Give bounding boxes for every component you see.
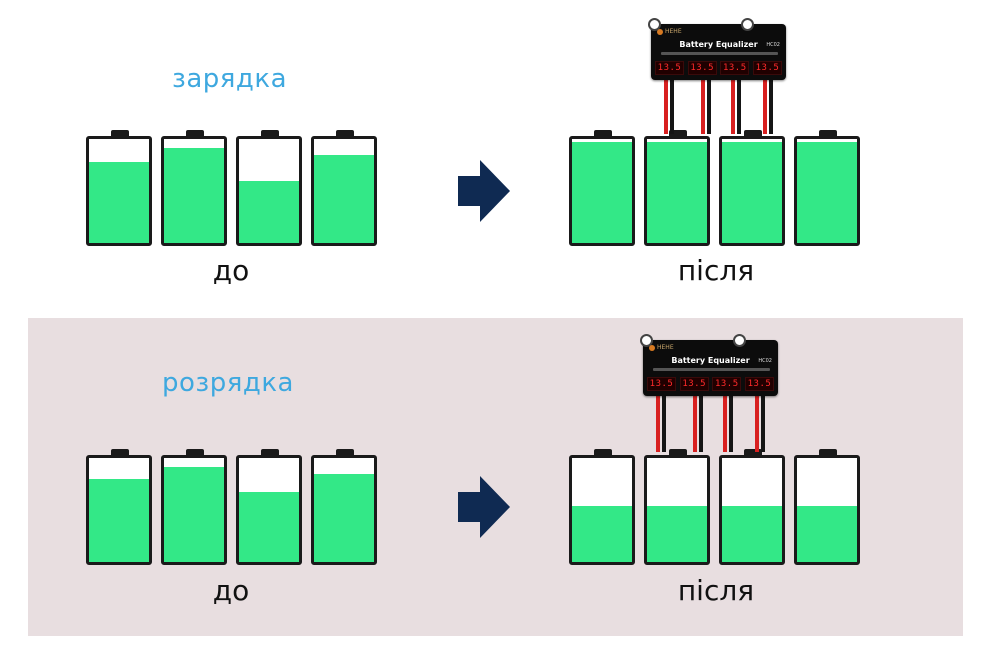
battery-charge-level	[239, 180, 299, 243]
battery-charge-level	[647, 142, 707, 243]
equalizer-model: HC02	[758, 358, 772, 364]
battery-terminal	[186, 449, 204, 456]
equalizer-wire	[731, 78, 741, 134]
equalizer-title: Battery Equalizer	[671, 356, 750, 365]
battery-terminal	[594, 449, 612, 456]
battery-charge-level	[164, 148, 224, 243]
battery-terminal	[261, 449, 279, 456]
voltage-display: 13.5	[655, 61, 684, 75]
voltage-displays: 13.5 13.5 13.5 13.5	[647, 377, 774, 391]
battery-2	[644, 136, 710, 246]
battery-1	[86, 455, 152, 565]
right-arrow-icon	[458, 476, 510, 538]
battery-4	[311, 136, 377, 246]
battery-4	[794, 455, 860, 565]
battery-charge-level	[797, 505, 857, 562]
discharging-title: розрядка	[162, 368, 294, 398]
brand-logo: HEHE	[649, 344, 674, 351]
battery-1	[86, 136, 152, 246]
before-label: до	[212, 574, 250, 607]
battery-equalizer-device: HEHE Battery Equalizer HC02 13.5 13.5 13…	[640, 334, 778, 396]
battery-terminal	[336, 130, 354, 137]
voltage-display: 13.5	[752, 61, 782, 75]
battery-terminal	[744, 449, 762, 456]
right-arrow-icon	[458, 160, 510, 222]
equalizer-wire	[755, 394, 765, 452]
equalizer-model: HC02	[766, 42, 780, 48]
equalizer-wire	[693, 394, 703, 452]
mounting-hole	[733, 334, 746, 347]
battery-3	[236, 455, 302, 565]
battery-3	[719, 136, 785, 246]
battery-terminal	[111, 130, 129, 137]
battery-charge-level	[164, 467, 224, 562]
voltage-display: 13.5	[720, 61, 750, 75]
voltage-display: 13.5	[744, 377, 774, 391]
battery-3	[719, 455, 785, 565]
battery-terminal	[819, 130, 837, 137]
equalizer-wire	[763, 78, 773, 134]
battery-2	[161, 455, 227, 565]
before-label: до	[212, 254, 250, 287]
battery-terminal	[744, 130, 762, 137]
equalizer-wire	[723, 394, 733, 452]
mounting-hole	[648, 18, 661, 31]
voltage-display: 13.5	[647, 377, 676, 391]
warning-strip	[653, 368, 770, 371]
after-label: після	[677, 574, 755, 607]
battery-terminal	[186, 130, 204, 137]
brand-logo: HEHE	[657, 28, 682, 35]
battery-3	[236, 136, 302, 246]
battery-charge-level	[722, 505, 782, 562]
discharging-panel: розрядка до HEHE Battery Equalizer HC02	[28, 318, 963, 636]
battery-charge-level	[572, 505, 632, 562]
mounting-hole	[741, 18, 754, 31]
battery-1	[569, 455, 635, 565]
voltage-display: 13.5	[687, 61, 717, 75]
equalizer-wire	[664, 78, 674, 134]
battery-terminal	[261, 130, 279, 137]
voltage-display: 13.5	[712, 377, 742, 391]
after-label: після	[677, 254, 755, 287]
battery-terminal	[111, 449, 129, 456]
battery-1	[569, 136, 635, 246]
equalizer-wire	[701, 78, 711, 134]
voltage-display: 13.5	[679, 377, 709, 391]
battery-4	[794, 136, 860, 246]
battery-terminal	[669, 130, 687, 137]
battery-charge-level	[797, 142, 857, 243]
battery-equalizer-device: HEHE Battery Equalizer HC02 13.5 13.5 13…	[648, 18, 786, 80]
battery-charge-level	[722, 142, 782, 243]
battery-charge-level	[239, 492, 299, 562]
charging-panel: зарядка до HEHE Battery Equalizer HC02	[0, 0, 994, 318]
battery-terminal	[819, 449, 837, 456]
battery-charge-level	[647, 505, 707, 562]
equalizer-title: Battery Equalizer	[679, 40, 758, 49]
battery-2	[644, 455, 710, 565]
battery-2	[161, 136, 227, 246]
battery-charge-level	[314, 154, 374, 243]
battery-4	[311, 455, 377, 565]
battery-charge-level	[89, 161, 149, 243]
warning-strip	[661, 52, 778, 55]
equalizer-wire	[656, 394, 666, 452]
mounting-hole	[640, 334, 653, 347]
battery-terminal	[594, 130, 612, 137]
battery-charge-level	[572, 142, 632, 243]
charging-title: зарядка	[172, 64, 288, 94]
battery-terminal	[336, 449, 354, 456]
battery-charge-level	[89, 478, 149, 562]
battery-terminal	[669, 449, 687, 456]
battery-charge-level	[314, 473, 374, 562]
voltage-displays: 13.5 13.5 13.5 13.5	[655, 61, 782, 75]
